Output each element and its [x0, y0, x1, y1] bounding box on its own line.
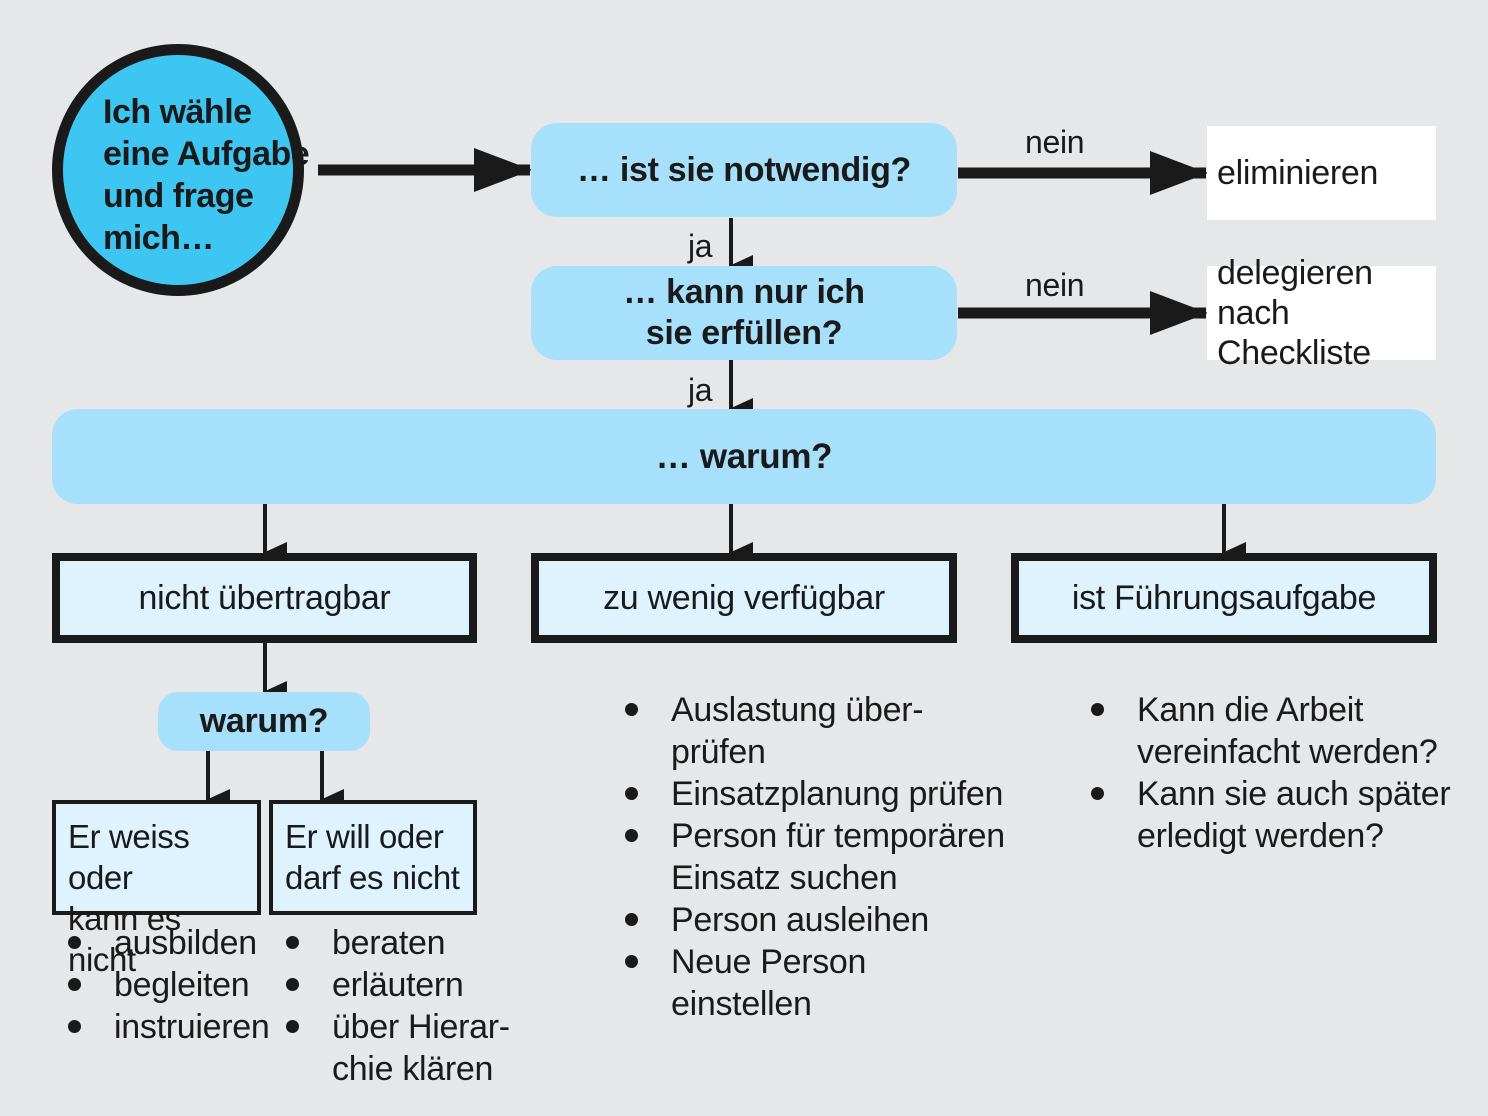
list-item: Einsatzplanung prüfen: [623, 773, 1005, 815]
question-only-me: … kann nur ich sie erfüllen?: [531, 266, 957, 360]
list-cannot-actions: ausbilden begleiten instruieren: [66, 922, 270, 1048]
label-ja-1: ja: [688, 228, 713, 264]
sub-box-will-not: Er will oder darf es nicht: [269, 800, 477, 915]
list-item: erläutern: [284, 964, 510, 1006]
label-nein-2: nein: [1025, 267, 1085, 303]
reason-not-transferable: nicht übertragbar: [52, 553, 477, 643]
list-item: Neue Person einstellen: [623, 941, 1005, 1025]
label-nein-1: nein: [1025, 124, 1085, 160]
reason-leadership-task: ist Führungsaufgabe: [1011, 553, 1437, 643]
label-ja-2: ja: [688, 372, 713, 408]
list-item: Auslastung über- prüfen: [623, 689, 1005, 773]
list-will-not-actions: beraten erläutern über Hierar- chie klär…: [284, 922, 510, 1090]
list-item: begleiten: [66, 964, 269, 1006]
list-item: Kann die Arbeit vereinfacht werden?: [1089, 689, 1450, 773]
question-why: … warum?: [52, 409, 1436, 504]
sub-box-cannot: Er weiss oder kann es nicht: [52, 800, 261, 978]
start-text: Ich wähle eine Aufgabe und frage mich…: [103, 93, 310, 257]
list-item: Kann sie auch später erledigt werden?: [1089, 773, 1451, 857]
result-eliminate: eliminieren: [1207, 126, 1436, 220]
list-item: Person ausleihen: [623, 899, 1005, 941]
question-why-small: warum?: [158, 692, 370, 751]
list-availability-actions: Auslastung über- prüfen Einsatzplanung p…: [623, 689, 1005, 1025]
list-item: über Hierar- chie klären: [284, 1006, 510, 1090]
list-item: beraten: [284, 922, 510, 964]
list-item: Person für temporären Einsatz suchen: [623, 815, 1005, 899]
list-item: ausbilden: [66, 922, 269, 964]
result-delegate: delegieren nach Checkliste: [1207, 254, 1436, 372]
list-leadership-questions: Kann die Arbeit vereinfacht werden? Kann…: [1089, 689, 1451, 857]
reason-not-available: zu wenig verfügbar: [531, 553, 957, 643]
question-necessary: … ist sie notwendig?: [531, 123, 957, 217]
list-item: instruieren: [66, 1006, 270, 1048]
start-circle: Ich wähle eine Aufgabe und frage mich…: [52, 44, 310, 296]
